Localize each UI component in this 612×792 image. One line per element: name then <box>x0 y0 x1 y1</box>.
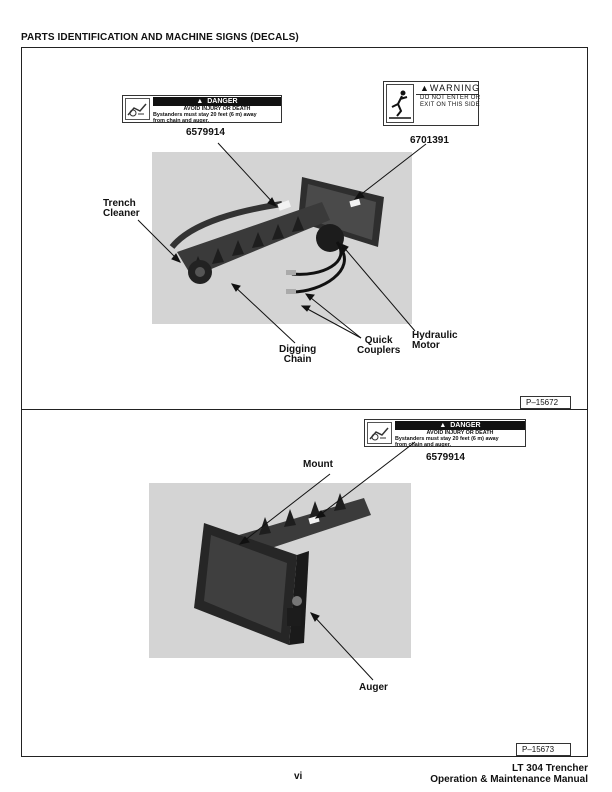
danger-header: ▲ DANGER <box>395 421 525 430</box>
label-quick-couplers: Quick Couplers <box>357 335 401 356</box>
figure-frame <box>21 47 588 757</box>
danger-header: ▲ DANGER <box>153 97 281 106</box>
danger-triangle-icon: ▲ <box>196 98 204 105</box>
danger-decal: ▲ DANGER AVOID INJURY OR DEATH Bystander… <box>122 95 282 124</box>
page-title: PARTS IDENTIFICATION AND MACHINE SIGNS (… <box>21 32 299 43</box>
figure-divider <box>21 409 588 410</box>
label-auger: Auger <box>359 682 388 693</box>
hand-entanglement-icon <box>125 98 150 120</box>
decal-line-3: from chain and auger. <box>153 118 210 124</box>
decal-line-2: Bystanders must stay 20 feet (6 m) away <box>395 436 499 442</box>
footer-title: LT 304 Trencher Operation & Maintenance … <box>430 763 588 785</box>
figure-id-1: P–15672 <box>520 396 571 409</box>
part-number-danger-2: 6579914 <box>426 452 465 463</box>
label-mount: Mount <box>303 459 333 470</box>
decal-line-2: Bystanders must stay 20 feet (6 m) away <box>153 112 257 118</box>
label-trench-cleaner: Trench Cleaner <box>103 198 140 219</box>
decal-line-3: from chain and auger. <box>395 442 452 448</box>
warning-header: ▲WARNING <box>416 83 479 95</box>
trencher-photo-front <box>149 483 411 658</box>
figure-id-2: P–15673 <box>516 743 571 756</box>
warning-decal: ▲WARNING DO NOT ENTER OR EXIT ON THIS SI… <box>383 81 481 126</box>
warning-line-1: DO NOT ENTER OR <box>420 95 481 101</box>
danger-decal: ▲ DANGER AVOID INJURY OR DEATH Bystander… <box>364 419 526 448</box>
falling-person-icon <box>386 84 414 123</box>
part-number-warning: 6701391 <box>410 135 449 146</box>
hand-entanglement-icon <box>367 422 392 444</box>
warning-line-2: EXIT ON THIS SIDE <box>420 102 480 108</box>
part-number-danger: 6579914 <box>186 127 225 138</box>
label-digging-chain: Digging Chain <box>279 344 317 365</box>
decal-line-1: AVOID INJURY OR DEATH <box>426 430 494 436</box>
label-hydraulic-motor: Hydraulic Motor <box>412 330 458 351</box>
danger-triangle-icon: ▲ <box>439 422 447 429</box>
page-number: vi <box>294 771 303 782</box>
warning-triangle-icon: ▲ <box>420 83 430 93</box>
decal-line-1: AVOID INJURY OR DEATH <box>183 106 251 112</box>
